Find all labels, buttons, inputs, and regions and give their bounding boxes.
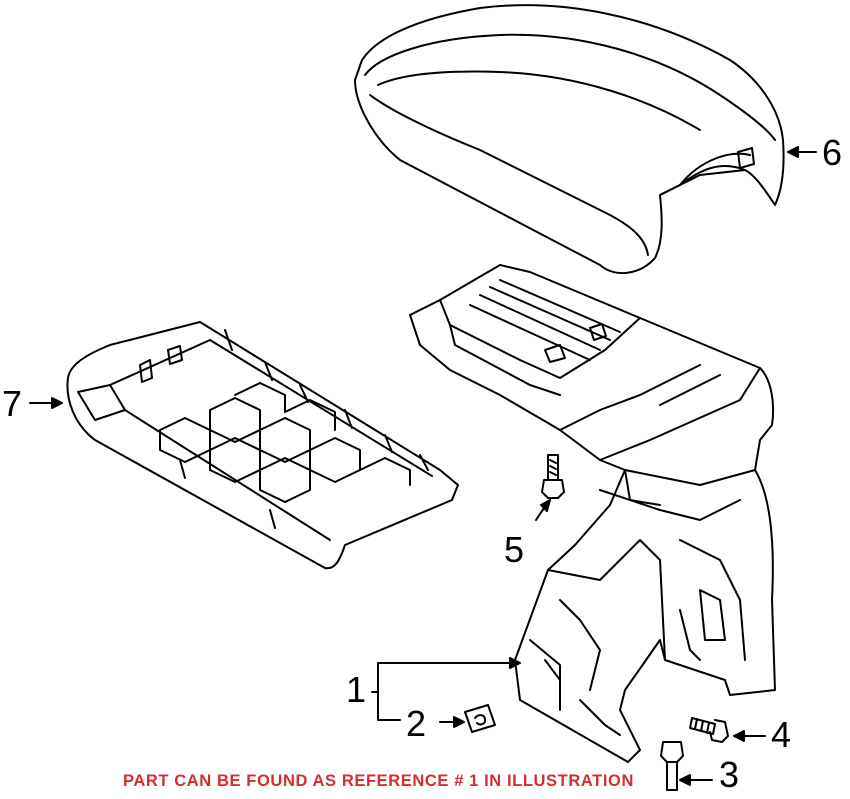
arrow-3 — [679, 774, 691, 786]
bolt-5 — [541, 454, 565, 499]
arrow-5 — [540, 499, 551, 512]
console-base — [409, 264, 776, 763]
bolt-4 — [689, 717, 729, 743]
callout-6: 6 — [822, 132, 843, 173]
callout-2: 2 — [406, 703, 427, 744]
callout-1: 1 — [346, 669, 367, 710]
callout-5: 5 — [504, 529, 525, 570]
arrow-7 — [51, 397, 63, 409]
arrow-4 — [733, 730, 745, 742]
clip-nut-2 — [464, 704, 496, 733]
storage-tray — [66, 321, 459, 570]
arrow-2 — [453, 716, 465, 728]
leader-1 — [377, 662, 513, 721]
reference-note: PART CAN BE FOUND AS REFERENCE # 1 IN IL… — [123, 772, 634, 790]
callout-7: 7 — [2, 383, 23, 424]
armrest-lid — [354, 4, 785, 275]
arrow-6 — [787, 146, 799, 158]
callout-4: 4 — [771, 714, 792, 755]
callout-3: 3 — [719, 754, 740, 795]
arrow-1 — [509, 657, 521, 669]
bolt-3 — [660, 741, 684, 791]
